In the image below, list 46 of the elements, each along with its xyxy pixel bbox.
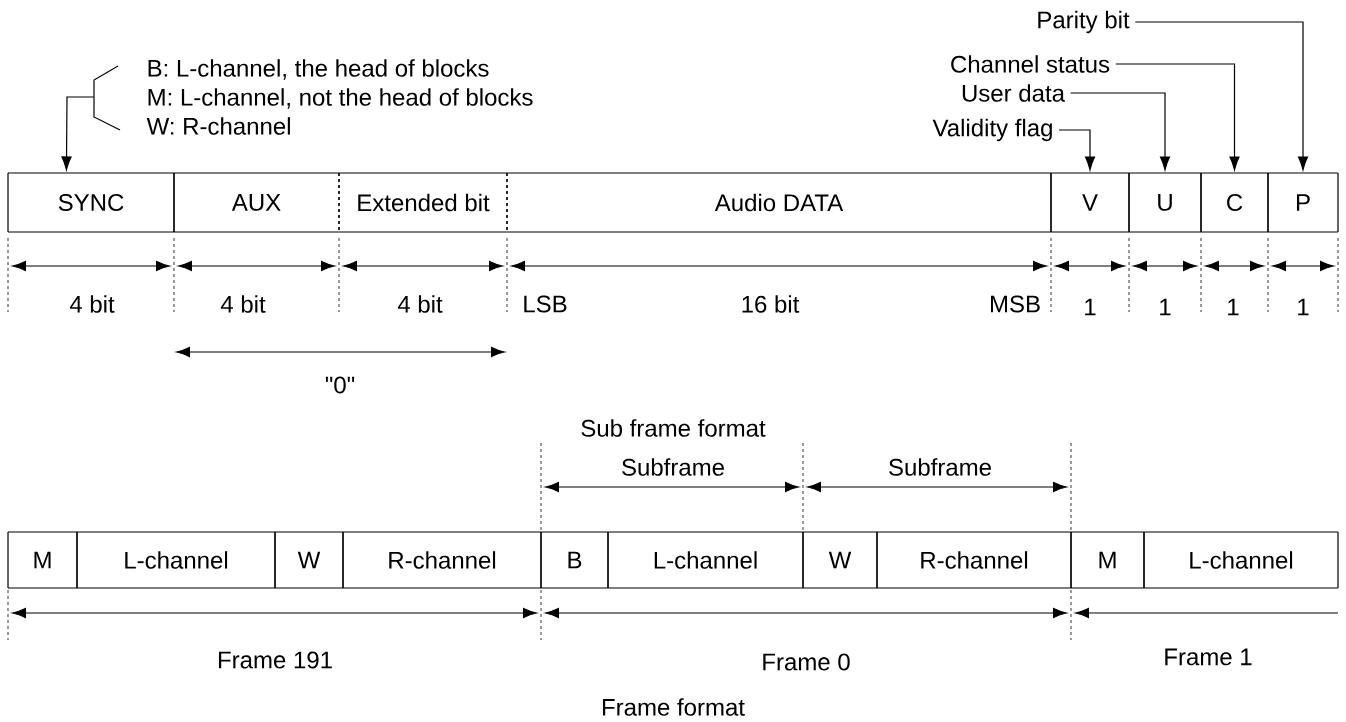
field-cell: AUX	[173, 172, 340, 233]
field-cell: L-channel	[1143, 531, 1339, 589]
callout-text: Channel status	[951, 55, 1110, 73]
field-cell: L-channel	[607, 531, 804, 589]
field-cell: M	[7, 531, 78, 589]
field-cell: Extended bit	[338, 172, 508, 233]
dimension-label: Subframe	[889, 458, 991, 476]
leader-arrow	[1070, 92, 1171, 171]
dimension-label: Subframe	[622, 458, 724, 476]
field-cell: W	[274, 531, 344, 589]
field-cell: R-channel	[342, 531, 542, 589]
dimension-label: 1	[1160, 298, 1171, 316]
callout-text: Validity flag	[932, 118, 1052, 142]
field-cell: B	[540, 531, 609, 589]
dimension-label: Frame 191	[218, 651, 332, 669]
field-cell: C	[1200, 172, 1269, 233]
dimension-label: 4 bit	[397, 295, 443, 313]
field-cell: V	[1050, 172, 1130, 233]
field-cell: U	[1128, 172, 1202, 233]
dimension-label: 1	[1298, 298, 1309, 316]
field-cell: SYNC	[7, 172, 175, 233]
dimension-label: "0"	[325, 376, 355, 394]
field-cell: L-channel	[76, 531, 276, 589]
dimension-label: 4 bit	[69, 295, 115, 313]
field-cell: Audio DATA	[506, 172, 1052, 233]
legend-text: B: L-channel, the head of blocks M: L-channel, not the head of blocks W: R-channel	[146, 59, 533, 135]
leader-arrow	[1134, 21, 1309, 171]
dimension-label: MSB	[991, 295, 1040, 313]
dimension-label: 1	[1228, 298, 1239, 316]
caption: Frame format	[602, 698, 745, 716]
dimension-label: Frame 1	[1165, 648, 1252, 666]
callout-text: User data	[962, 84, 1065, 102]
callout-text: Parity bit	[1038, 10, 1130, 34]
field-cell: R-channel	[876, 531, 1072, 589]
leader-arrow	[61, 96, 95, 171]
dimension-label: 4 bit	[220, 295, 266, 313]
leader-arrow	[1115, 63, 1240, 171]
field-cell: W	[802, 531, 878, 589]
field-cell: P	[1267, 172, 1339, 233]
dimension-label: LSB	[524, 295, 567, 313]
caption: Sub frame format	[581, 419, 766, 437]
dimension-label: Frame 0	[763, 653, 850, 671]
leader-arrow	[1058, 129, 1096, 171]
dimension-label: 16 bit	[742, 295, 800, 313]
dimension-label: 1	[1085, 298, 1096, 316]
field-cell: M	[1070, 531, 1145, 589]
